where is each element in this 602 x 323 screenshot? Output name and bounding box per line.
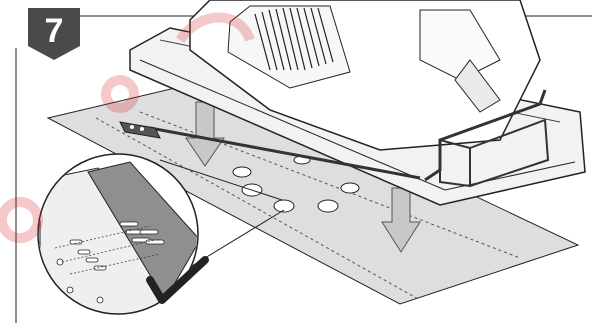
step-number: 7	[28, 11, 80, 51]
